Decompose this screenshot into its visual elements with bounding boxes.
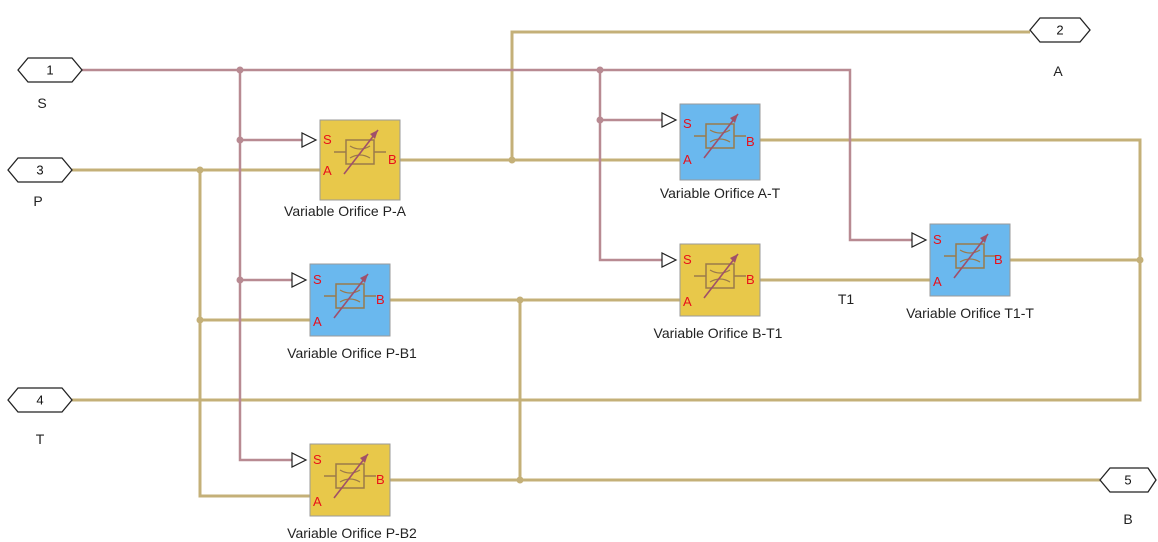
block-body: [319, 119, 401, 201]
pin-b-label: B: [746, 272, 755, 287]
port-3[interactable]: 3: [7, 157, 73, 183]
pin-s-label: S: [683, 252, 692, 267]
port-name: S: [37, 95, 46, 111]
port-5[interactable]: 5: [1099, 467, 1157, 493]
orifice-block-b-t1[interactable]: S A B: [679, 243, 761, 317]
wire-p-bus-vertical: [198, 170, 310, 498]
port-hexagon-icon: [1099, 467, 1157, 493]
orifice-block-p-b1[interactable]: S A B: [309, 263, 391, 337]
port-number: 3: [36, 163, 43, 178]
junctions: [196, 66, 1144, 484]
pin-a-label: A: [683, 294, 692, 309]
pin-s-label: S: [313, 452, 322, 467]
wire-port2-to-junction-pa: [510, 30, 1030, 160]
block-label-t1-t: Variable Orifice T1-T: [906, 305, 1034, 321]
port-hexagon-icon: [7, 387, 73, 413]
pin-s-label: S: [323, 132, 332, 147]
junction-dot: [596, 66, 604, 74]
port-hexagon-icon: [7, 157, 73, 183]
orifice-block-p-a[interactable]: S A B: [319, 119, 401, 201]
pin-a-label: A: [323, 163, 332, 178]
port-number: 2: [1056, 23, 1063, 38]
wire-signal-left-vertical: [238, 70, 292, 462]
port-hexagon-icon: [1029, 17, 1091, 43]
pin-s-label: S: [313, 272, 322, 287]
port-hexagon-icon: [17, 57, 83, 83]
pin-b-label: B: [376, 292, 385, 307]
pin-a-label: A: [313, 494, 322, 509]
block-label-p-b2: Variable Orifice P-B2: [287, 525, 417, 541]
port-name: P: [33, 193, 42, 209]
block-label-p-b1: Variable Orifice P-B1: [287, 345, 417, 361]
signal-wires: [82, 68, 912, 462]
junction-dot: [1136, 256, 1144, 264]
signal-arrows: [291, 112, 928, 468]
block-body: [679, 243, 761, 317]
junction-dot: [196, 316, 204, 324]
junction-dot: [516, 476, 524, 484]
port-number: 4: [36, 393, 43, 408]
port-2[interactable]: 2: [1029, 17, 1091, 43]
block-body: [679, 103, 761, 181]
junction-dot: [516, 296, 524, 304]
pin-s-label: S: [683, 116, 692, 131]
junction-dot: [236, 276, 244, 284]
junction-dot: [236, 66, 244, 74]
wire-port1-signal-bus: [82, 68, 912, 242]
junction-dot: [196, 166, 204, 174]
port-1[interactable]: 1: [17, 57, 83, 83]
signal-arrow-icon: [291, 272, 308, 288]
signal-arrow-icon: [301, 132, 318, 148]
pin-a-label: A: [683, 152, 692, 167]
pin-b-label: B: [376, 472, 385, 487]
wire-orifice-at-b-to-t-bus: [72, 138, 1142, 402]
pin-b-label: B: [746, 134, 755, 149]
wire-label-t1: T1: [838, 291, 855, 307]
junction-dot: [508, 156, 516, 164]
block-body: [309, 443, 391, 517]
block-label-a-t: Variable Orifice A-T: [660, 185, 781, 201]
signal-arrow-icon: [661, 252, 678, 268]
orifice-block-p-b2[interactable]: S A B: [309, 443, 391, 517]
port-name: A: [1053, 63, 1063, 79]
pin-b-label: B: [388, 152, 397, 167]
orifice-block-a-t[interactable]: S A B: [679, 103, 761, 181]
pin-a-label: A: [313, 314, 322, 329]
block-body: [309, 263, 391, 337]
block-body: [929, 223, 1011, 297]
wire-signal-mid-vertical: [598, 70, 662, 262]
orifice-block-t1-t[interactable]: S A B: [929, 223, 1011, 297]
block-label-b-t1: Variable Orifice B-T1: [654, 325, 783, 341]
pin-a-label: A: [933, 274, 942, 289]
junction-dot: [236, 136, 244, 144]
port-number: 5: [1124, 473, 1131, 488]
pin-s-label: S: [933, 232, 942, 247]
pin-b-label: B: [994, 252, 1003, 267]
junction-dot: [596, 116, 604, 124]
block-label-p-a: Variable Orifice P-A: [284, 203, 407, 219]
port-name: B: [1123, 511, 1132, 527]
port-4[interactable]: 4: [7, 387, 73, 413]
signal-arrow-icon: [911, 232, 928, 248]
signal-arrow-icon: [661, 112, 678, 128]
port-name: T: [36, 431, 45, 447]
port-number: 1: [46, 63, 53, 78]
signal-arrow-icon: [291, 452, 308, 468]
isothermal-wires: [72, 30, 1142, 498]
